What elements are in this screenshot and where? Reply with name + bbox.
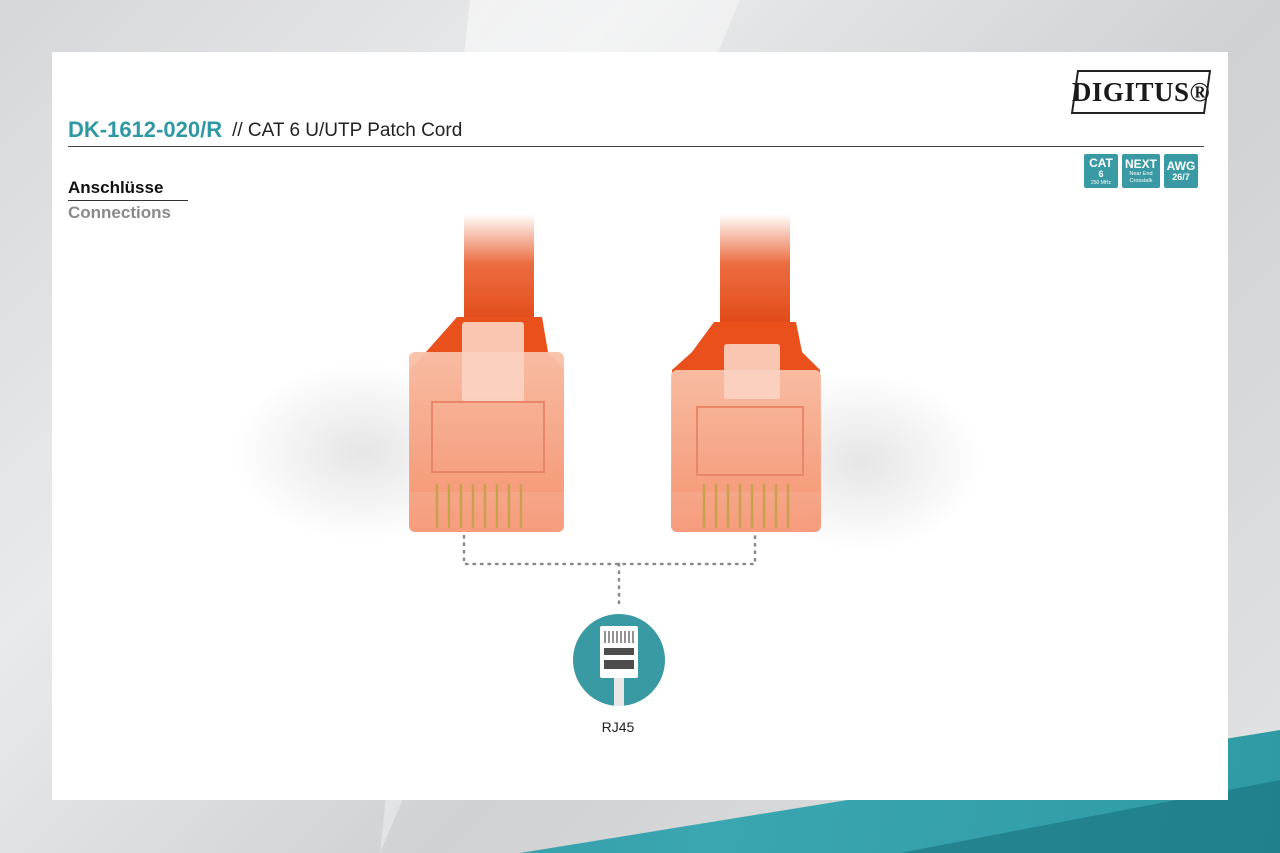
product-card: DIGITUS® DK-1612-020/R // CAT 6 U/UTP Pa… [52,52,1228,800]
badge-next-line2: Crosstalk [1129,178,1153,184]
badge-awg-sub: 26/7 [1172,172,1190,182]
spec-badges: CAT 6 250 MHz NEXT Near End Crosstalk AW… [1084,154,1198,188]
section-title-en: Connections [68,203,171,222]
badge-awg-main: AWG [1166,159,1196,173]
badge-next-main: NEXT [1124,156,1157,171]
product-header: DK-1612-020/R // CAT 6 U/UTP Patch Cord [68,116,1204,147]
badge-cat6: CAT 6 250 MHz [1084,154,1118,188]
logo-text: DIGITUS® [1071,76,1211,107]
model-number: DK-1612-020/R [68,117,223,142]
right-rj45-plug [671,214,982,552]
badge-next-line1: Near End [1129,170,1153,177]
digitus-logo: DIGITUS® [1070,70,1212,114]
left-rj45-plug [232,214,564,542]
badge-next: NEXT Near End Crosstalk [1122,154,1160,188]
section-title-de: Anschlüsse [68,178,188,201]
connector-dotted-lines [462,534,757,610]
rj45-label: RJ45 [601,719,635,735]
badge-cat-tiny: 250 MHz [1090,179,1111,186]
badge-cat-main: CAT [1089,155,1113,170]
badge-awg: AWG 26/7 [1164,154,1198,188]
product-subtitle: // CAT 6 U/UTP Patch Cord [232,120,463,141]
rj45-icon [573,614,665,706]
product-photo [232,214,982,706]
badge-cat-sub: 6 [1098,168,1104,179]
